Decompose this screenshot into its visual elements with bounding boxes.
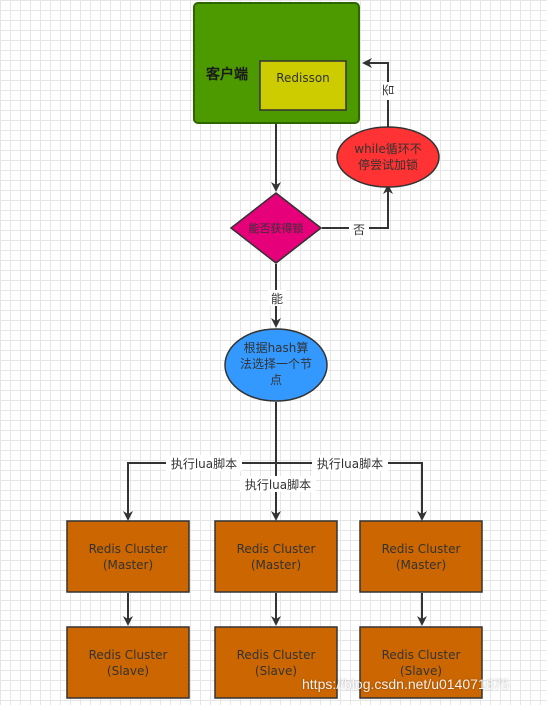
hash-select-line2: 法选择一个节 bbox=[240, 357, 312, 371]
master-node-right: Redis Cluster (Master) bbox=[359, 520, 483, 593]
edge-label-no-retry: 否 bbox=[353, 223, 365, 237]
retry-loop-line1: while循环不 bbox=[354, 142, 421, 156]
watermark-url: https://blog.csdn.net/u014071875 bbox=[302, 676, 510, 692]
slave-box bbox=[359, 626, 483, 699]
edge-label-exec-right: 执行lua脚本 bbox=[317, 456, 383, 471]
slave-box bbox=[214, 626, 338, 699]
master-node-left: Redis Cluster (Master) bbox=[66, 520, 190, 593]
library-box bbox=[259, 60, 347, 111]
lock-decision-node: 能否获得锁 bbox=[229, 192, 323, 264]
hash-select-node: 根据hash算 法选择一个节 点 bbox=[224, 328, 328, 402]
edge-label-exec-left: 执行lua脚本 bbox=[171, 456, 237, 471]
slave-line1: Redis Cluster bbox=[382, 648, 461, 662]
slave-line2: (Slave) bbox=[107, 664, 149, 678]
edge-label-yes: 能 bbox=[271, 292, 283, 306]
slave-node-right: Redis Cluster (Slave) bbox=[359, 626, 483, 699]
slave-line1: Redis Cluster bbox=[237, 648, 316, 662]
master-line1: Redis Cluster bbox=[89, 542, 168, 556]
master-box bbox=[359, 520, 483, 593]
edge-label-no-back: 否 bbox=[382, 84, 396, 96]
retry-loop-node: while循环不 停尝试加锁 bbox=[336, 126, 440, 188]
slave-node-mid: Redis Cluster (Slave) bbox=[214, 626, 338, 699]
hash-select-line1: 根据hash算 bbox=[244, 340, 309, 355]
slave-line2: (Slave) bbox=[400, 664, 442, 678]
master-line1: Redis Cluster bbox=[382, 542, 461, 556]
edge-labels: 否 否 能 执行lua脚本 执行lua脚本 执行lua脚本 bbox=[166, 82, 397, 492]
client-title: 客户端 bbox=[205, 66, 248, 83]
edge-loop-to-client bbox=[362, 58, 389, 127]
hash-select-line3: 点 bbox=[270, 373, 282, 387]
master-line2: (Master) bbox=[103, 558, 153, 572]
master-line1: Redis Cluster bbox=[237, 542, 316, 556]
client-node: 客户端 Redisson bbox=[193, 2, 360, 124]
library-label: Redisson bbox=[276, 71, 330, 85]
master-line2: (Master) bbox=[251, 558, 301, 572]
slave-line2: (Slave) bbox=[255, 664, 297, 678]
lock-decision-diamond bbox=[229, 192, 323, 264]
master-line2: (Master) bbox=[396, 558, 446, 572]
slave-node-left: Redis Cluster (Slave) bbox=[66, 626, 190, 699]
lock-decision-label: 能否获得锁 bbox=[249, 221, 304, 235]
edge-label-exec-mid: 执行lua脚本 bbox=[245, 477, 311, 492]
retry-loop-ellipse bbox=[336, 126, 440, 188]
master-node-mid: Redis Cluster (Master) bbox=[214, 520, 338, 593]
retry-loop-line2: 停尝试加锁 bbox=[358, 157, 418, 172]
hash-select-ellipse bbox=[224, 328, 328, 402]
master-box bbox=[214, 520, 338, 593]
master-box bbox=[66, 520, 190, 593]
edge-decision-to-loop bbox=[322, 184, 393, 229]
slave-line1: Redis Cluster bbox=[89, 648, 168, 662]
slave-box bbox=[66, 626, 190, 699]
